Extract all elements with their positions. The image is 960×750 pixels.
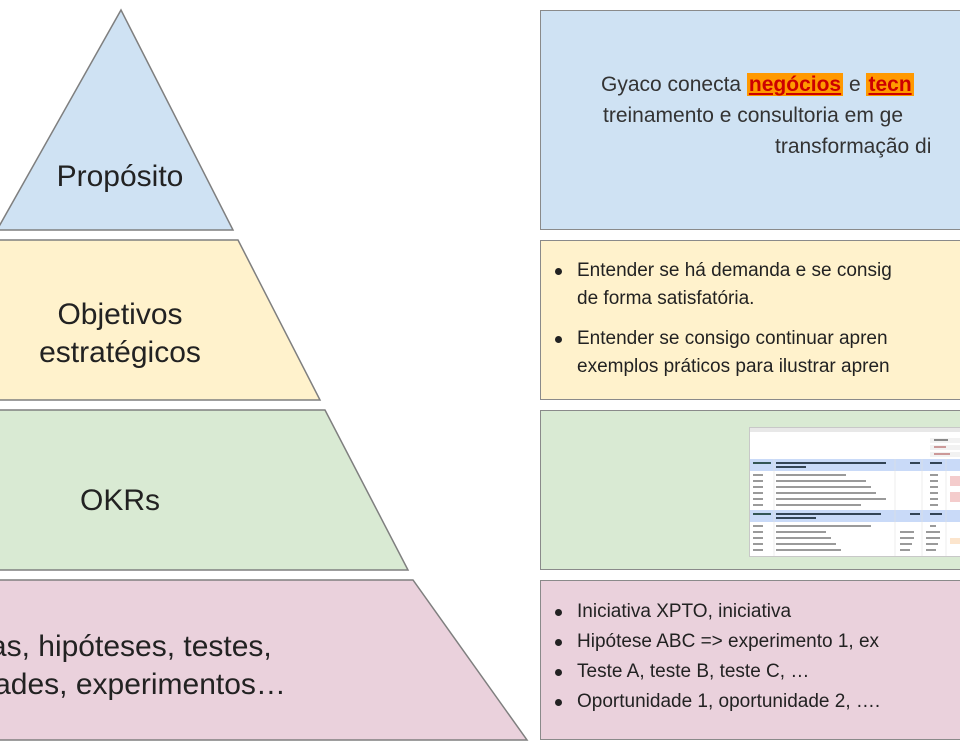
- bullet-text: Hipótese ABC => experimento 1, ex: [577, 631, 880, 652]
- tier-okrs-shape: [0, 409, 410, 571]
- panel-proposito: Gyaco conecta negócios e tecn treinament…: [540, 10, 960, 230]
- tier-label-line: ivas, hipóteses, testes,: [0, 630, 272, 663]
- bullet-text: Iniciativa XPTO, iniciativa: [577, 601, 792, 622]
- tier-label-line: nidades, experimentos…: [0, 668, 286, 701]
- bullet-line: Entender se há demanda e se consig: [577, 260, 892, 281]
- tier-proposito-shape: [0, 8, 235, 231]
- highlight-tecnologia: tecn: [866, 73, 914, 96]
- tier-label-line: OKRs: [79, 484, 160, 517]
- iniciativas-bullet-list: Iniciativa XPTO, iniciativa Hipótese ABC…: [555, 597, 960, 717]
- bullet-line: exemplos práticos para ilustrar apren: [577, 356, 890, 377]
- list-item: Entender se há demanda e se consig de fo…: [555, 257, 960, 313]
- bullet-icon: [555, 639, 562, 646]
- purpose-text-pre: Gyaco conecta: [601, 73, 747, 96]
- tier-label-objetivos: Objetivos estratégicos: [0, 296, 240, 372]
- list-item: Entender se consigo continuar apren exem…: [555, 325, 960, 381]
- pyramid-diagram: [0, 8, 529, 741]
- bullet-text: Oportunidade 1, oportunidade 2, ….: [577, 691, 881, 712]
- purpose-text-mid: e: [843, 73, 867, 96]
- list-item: Teste A, teste B, teste C, …: [555, 657, 960, 687]
- list-item: Iniciativa XPTO, iniciativa: [555, 597, 960, 627]
- objetivos-bullet-list: Entender se há demanda e se consig de fo…: [555, 257, 960, 393]
- list-item: Oportunidade 1, oportunidade 2, ….: [555, 687, 960, 717]
- bullet-text: Teste A, teste B, teste C, …: [577, 661, 810, 682]
- tier-label-line: estratégicos: [39, 336, 201, 369]
- purpose-line-2: treinamento e consultoria em ge: [603, 104, 903, 127]
- tier-label-okrs: OKRs: [0, 482, 240, 520]
- tier-label-proposito: Propósito: [0, 158, 240, 196]
- spreadsheet-thumbnail-icon: [749, 427, 960, 557]
- bullet-icon: [555, 699, 562, 706]
- tier-objetivos-shape: [0, 239, 322, 401]
- bullet-icon: [555, 669, 562, 676]
- bullet-icon: [555, 336, 562, 343]
- tier-iniciativas-shape: [0, 579, 529, 741]
- bullet-icon: [555, 268, 562, 275]
- panel-iniciativas: Iniciativa XPTO, iniciativa Hipótese ABC…: [540, 580, 960, 740]
- bullet-line: de forma satisfatória.: [577, 288, 755, 309]
- tier-label-line: Propósito: [56, 160, 184, 193]
- purpose-line-1: Gyaco conecta negócios e tecn: [541, 69, 960, 100]
- bullet-icon: [555, 609, 562, 616]
- purpose-statement: Gyaco conecta negócios e tecn treinament…: [541, 69, 960, 162]
- panel-okrs: [540, 410, 960, 570]
- purpose-line-3: transformação di: [775, 135, 932, 158]
- tier-label-line: Objetivos: [57, 298, 183, 331]
- bullet-line: Entender se consigo continuar apren: [577, 328, 888, 349]
- tier-label-iniciativas: ivas, hipóteses, testes, nidades, experi…: [0, 628, 370, 704]
- highlight-negocios: negócios: [746, 73, 844, 96]
- panel-objetivos: Entender se há demanda e se consig de fo…: [540, 240, 960, 400]
- list-item: Hipótese ABC => experimento 1, ex: [555, 627, 960, 657]
